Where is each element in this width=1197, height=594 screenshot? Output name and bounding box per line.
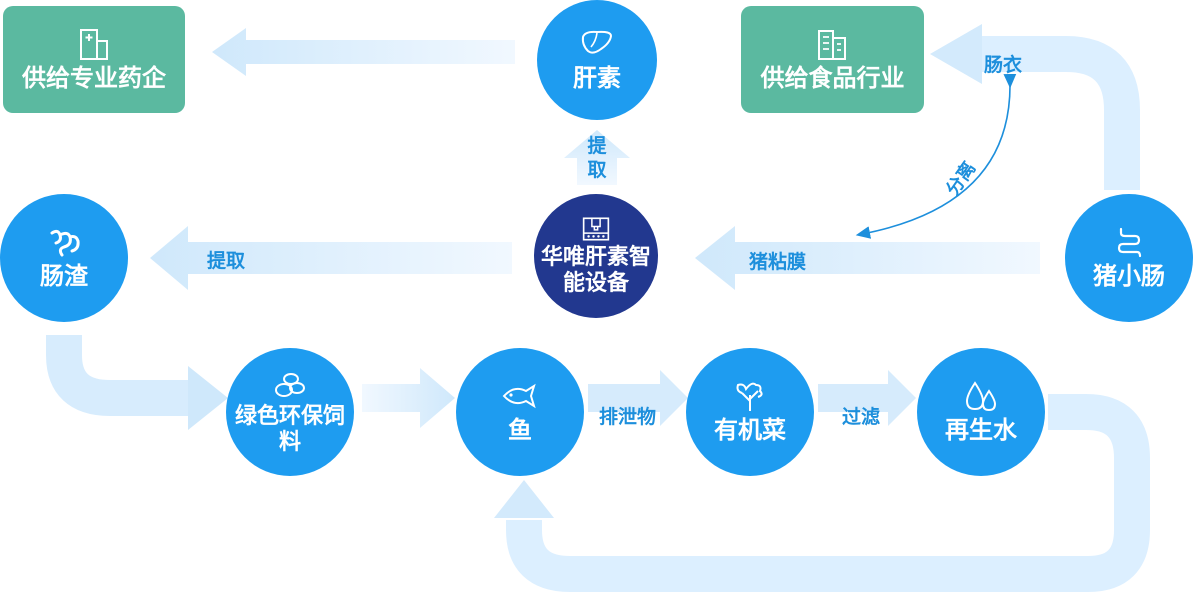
arrow-veg-to-water [818,370,916,426]
vegetable-icon [730,379,770,413]
liver-node: 肝素 [537,0,657,120]
water-label: 再生水 [945,416,1017,444]
residue-node: 肠渣 [0,194,128,322]
residue-label: 肠渣 [40,262,88,290]
separate-arrow [855,73,1017,239]
center-node: 华唯肝素智能设备 [534,194,658,318]
veg-node: 有机菜 [686,348,814,476]
feed-icon [270,368,310,402]
label-casing: 肠衣 [984,54,1023,76]
food-label: 供给食品行业 [760,63,905,92]
food-box: 供给食品行业 [741,6,924,113]
arrow-feed-to-fish [362,368,455,428]
hospital-icon [74,27,114,61]
water-node: 再生水 [917,348,1045,476]
arrow-fish-to-veg [588,370,688,426]
center-label: 华唯肝素智能设备 [541,245,652,296]
arrow-residue-to-feed [46,335,188,416]
label-extract-vertical: 提取 [587,135,607,181]
intestine-icon [1109,225,1149,259]
liver-label: 肝素 [573,64,621,92]
pharma-box: 供给专业药企 [3,6,185,113]
arrow-intestine-to-center [695,226,1040,290]
arrow-center-to-residue [150,226,512,290]
label-extract-left: 提取 [207,250,246,272]
fish-icon [500,379,540,413]
intestine-label: 猪小肠 [1093,262,1165,290]
intestine-node: 猪小肠 [1065,194,1193,322]
water-drop-icon [961,379,1001,413]
arrow-center-to-liver [564,130,630,185]
feed-node: 绿色环保饲料 [226,348,354,476]
arrow-intestine-to-food [982,36,1140,190]
factory-icon [813,27,853,61]
liver-icon [577,27,617,61]
fish-label: 鱼 [508,416,532,444]
fish-node: 鱼 [456,348,584,476]
label-mucosa: 猪粘膜 [749,251,807,273]
pharma-label: 供给专业药企 [22,63,166,92]
feed-label: 绿色环保饲料 [234,404,345,455]
arrow-water-to-fish [506,394,1150,592]
machine-icon [579,215,613,243]
label-filter: 过滤 [842,406,881,428]
residue-icon [44,225,84,259]
arrow-liver-to-pharma [212,28,515,76]
label-excretion: 排泄物 [599,406,657,428]
veg-label: 有机菜 [714,416,786,444]
